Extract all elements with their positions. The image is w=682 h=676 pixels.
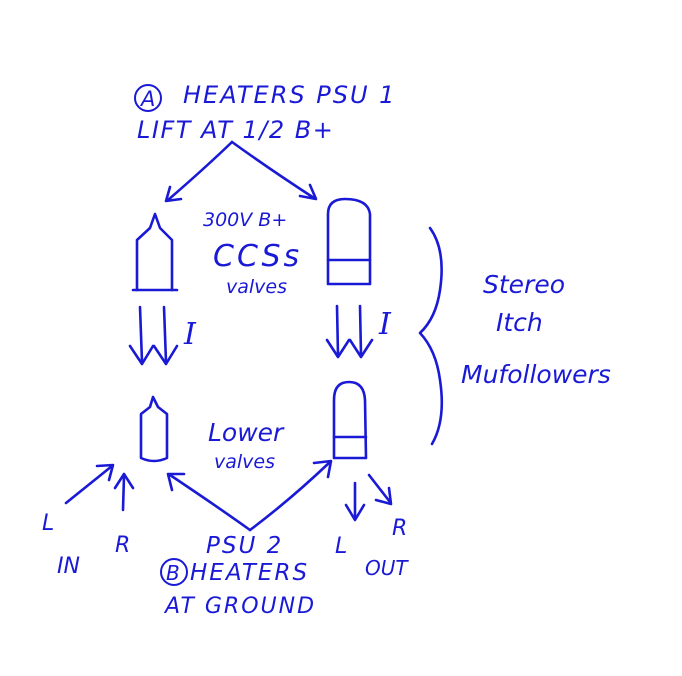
ccs-valve-left — [131, 212, 179, 292]
input-arrows — [64, 463, 135, 512]
bottom-note-line3: AT GROUND — [163, 594, 316, 619]
stereo-brace — [418, 226, 444, 446]
marker-b-circle — [160, 558, 188, 586]
bottom-note-line1: PSU 2 — [206, 533, 283, 559]
side-note-line3: Mufollowers — [461, 360, 611, 389]
arrowhead-right-ccs — [298, 183, 318, 201]
ccs-valve-right — [326, 197, 372, 286]
ccs-note-line1: 300V B+ — [203, 209, 287, 231]
arrow-to-left-lower — [168, 473, 252, 532]
marker-a-circle — [134, 84, 162, 112]
current-label-right: I — [378, 307, 392, 342]
top-note-line1: HEATERS PSU 1 — [183, 81, 396, 109]
top-arrows — [164, 140, 318, 203]
side-note-line1: Stereo — [483, 270, 565, 299]
side-note: Stereo Itch Mufollowers — [461, 270, 611, 389]
marker-b: B — [166, 561, 180, 585]
input-label: IN — [57, 554, 80, 579]
lower-valve-left — [139, 395, 169, 463]
lower-note-line2: valves — [214, 451, 275, 473]
ccs-note: 300V B+ CCSs valves — [203, 209, 302, 298]
arrow-to-right-lower — [248, 460, 332, 532]
output-label: OUT — [365, 556, 409, 580]
current-label-left: I — [183, 317, 197, 352]
arrow-to-right-ccs — [230, 140, 316, 200]
marker-a: A — [139, 87, 155, 111]
current-arrows-right — [325, 304, 374, 359]
arrowhead-left-ccs — [164, 185, 183, 203]
current-arrows-left — [128, 305, 179, 366]
input-left-label: L — [42, 511, 54, 536]
ccs-note-line2: CCSs — [213, 239, 302, 274]
lower-note: Lower valves — [208, 418, 285, 473]
bottom-arrows — [166, 459, 333, 532]
output-left-label: L — [335, 534, 347, 559]
top-note-line2: LIFT AT 1/2 B+ — [137, 116, 334, 144]
lower-note-line1: Lower — [208, 418, 285, 447]
side-note-line2: Itch — [496, 308, 543, 337]
input-right-label: R — [115, 533, 130, 558]
bottom-note-line2: HEATERS — [190, 560, 309, 586]
output-right-label: R — [392, 516, 407, 541]
top-note: A HEATERS PSU 1 LIFT AT 1/2 B+ — [134, 81, 396, 144]
lower-valve-right — [332, 380, 368, 460]
arrow-to-left-ccs — [166, 140, 234, 202]
output-arrows — [344, 473, 393, 522]
ccs-note-line3: valves — [226, 276, 287, 298]
bottom-note: PSU 2 B HEATERS AT GROUND — [160, 533, 316, 619]
